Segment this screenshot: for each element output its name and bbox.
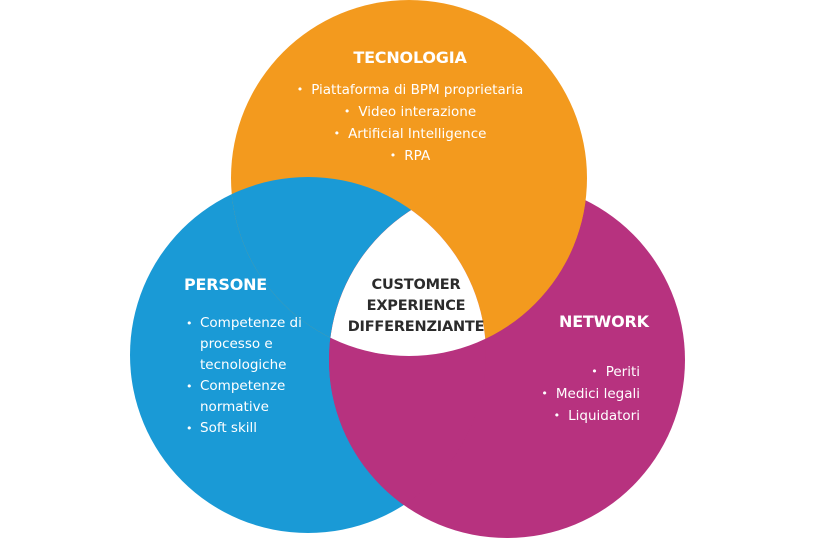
list-item: Liquidatori [470,405,640,427]
tecnologia-overlap [329,182,587,356]
network-title: NETWORK [559,312,649,331]
center-line: CUSTOMER [371,277,461,293]
list-item: Soft skill [186,418,336,439]
list-item: Video interazione [0,101,820,123]
list-item: Periti [470,361,640,383]
center-region [329,182,486,356]
persone-list: Competenze di processo e tecnologiche Co… [186,313,336,439]
network-list: Periti Medici legali Liquidatori [470,361,640,427]
center-label: CUSTOMER EXPERIENCE DIFFERENZIANTE [331,275,501,338]
list-item: Artificial Intelligence [0,123,820,145]
tecnologia-title: TECNOLOGIA [353,48,467,67]
center-line: DIFFERENZIANTE [347,319,485,335]
list-item: RPA [0,145,820,167]
list-item: Competenze normative [186,376,336,418]
persone-title: PERSONE [184,275,268,294]
list-item: Competenze di processo e tecnologiche [186,313,336,376]
list-item: Medici legali [470,383,640,405]
center-line: EXPERIENCE [366,298,466,314]
tecnologia-list: Piattaforma di BPM proprietaria Video in… [0,79,820,167]
list-item: Piattaforma di BPM proprietaria [0,79,820,101]
